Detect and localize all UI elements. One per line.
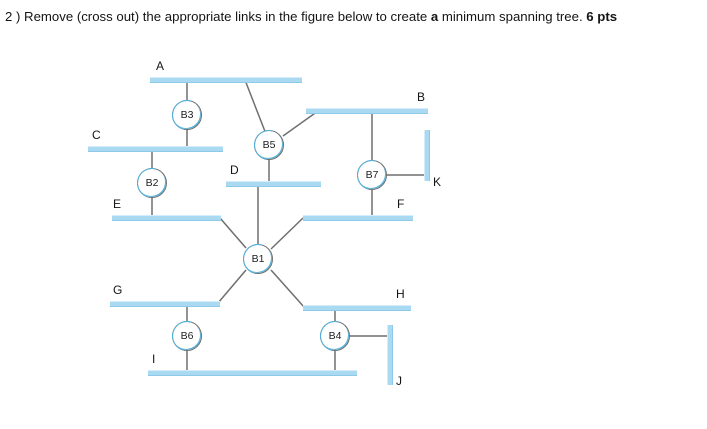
bus-bar-J[interactable]	[387, 325, 393, 385]
bus-label-J: J	[396, 374, 402, 388]
bus-bar-E[interactable]	[112, 215, 221, 221]
bus-label-C: C	[92, 128, 101, 142]
breaker-label-B6: B6	[180, 330, 194, 342]
link-B1-G[interactable]	[217, 269, 247, 304]
bus-bar-D[interactable]	[226, 181, 321, 187]
link-wires	[151, 79, 424, 373]
breaker-label-B2: B2	[145, 177, 159, 189]
breaker-node-B5[interactable]: B5	[248, 124, 290, 166]
link-B1-H[interactable]	[270, 269, 305, 308]
one-line-diagram: A B C D E F G H I K J B3 B5 B7 B2 B1 B6 …	[0, 50, 707, 429]
question-bold-a: a	[430, 9, 439, 24]
breaker-node-B2[interactable]: B2	[131, 162, 173, 204]
bus-label-F: F	[397, 197, 405, 211]
breaker-label-B4: B4	[328, 330, 342, 342]
bus-label-G: G	[113, 283, 123, 297]
breaker-node-B3[interactable]: B3	[166, 94, 208, 136]
question-prefix: 2 ) Remove (cross out) the appropriate l…	[5, 9, 431, 24]
breaker-label-B5: B5	[262, 139, 276, 151]
link-F-B1[interactable]	[270, 217, 304, 250]
breaker-node-B7[interactable]: B7	[351, 154, 393, 196]
bus-bar-G[interactable]	[110, 301, 220, 307]
breaker-label-B7: B7	[365, 169, 379, 181]
breaker-node-B6[interactable]: B6	[166, 315, 208, 357]
breaker-label-B1: B1	[251, 253, 265, 265]
bus-label-E: E	[113, 197, 122, 211]
bus-bar-F[interactable]	[303, 215, 413, 221]
question-middle: minimum spanning tree.	[438, 9, 587, 24]
bus-label-K: K	[433, 175, 442, 189]
question-text: 2 ) Remove (cross out) the appropriate l…	[5, 6, 695, 27]
breaker-node-B4[interactable]: B4	[314, 315, 356, 357]
bus-bar-K[interactable]	[424, 130, 430, 181]
bus-label-I: I	[152, 352, 156, 366]
breaker-label-B3: B3	[180, 109, 194, 121]
bus-bar-I[interactable]	[148, 370, 357, 376]
bus-bar-H[interactable]	[303, 305, 411, 311]
bus-bar-A[interactable]	[150, 77, 302, 83]
bus-label-B: B	[417, 90, 426, 104]
question-points: 6 pts	[586, 9, 618, 24]
bus-bar-C[interactable]	[88, 146, 223, 152]
bus-label-D: D	[230, 163, 239, 177]
bus-label-H: H	[396, 287, 405, 301]
link-A-B5[interactable]	[244, 79, 267, 135]
bus-bar-B[interactable]	[306, 108, 428, 114]
link-B5-B[interactable]	[282, 110, 319, 137]
link-E-B1[interactable]	[219, 217, 247, 249]
breaker-node-B1[interactable]: B1	[237, 238, 279, 280]
bus-label-A: A	[156, 59, 165, 73]
